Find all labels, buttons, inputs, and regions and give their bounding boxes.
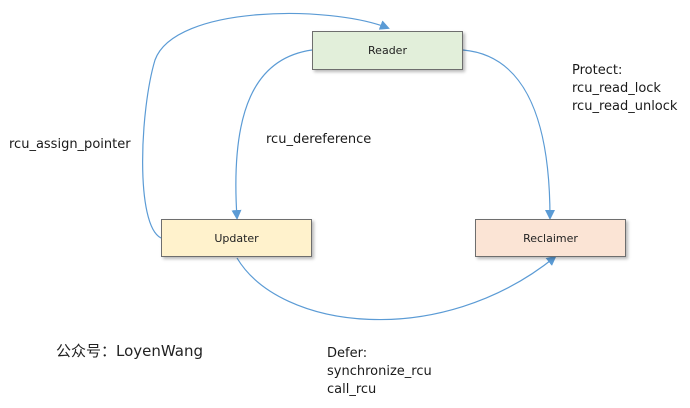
defer-line-call-rcu: call_rcu <box>327 382 377 397</box>
protect-line-read-unlock: rcu_read_unlock <box>572 99 678 114</box>
edge-protect <box>462 49 555 220</box>
dereference-label: rcu_dereference <box>266 131 371 149</box>
protect-line-read-lock: rcu_read_lock <box>572 81 661 96</box>
protect-label: Protect: rcu_read_lock rcu_read_unlock <box>572 62 677 116</box>
reclaimer-node: Reclaimer <box>475 219 626 257</box>
updater-node: Updater <box>161 219 312 257</box>
edge-defer <box>236 255 557 321</box>
reader-node: Reader <box>312 31 463 70</box>
watermark-text: 公众号：LoyenWang <box>56 342 203 360</box>
dereference-text: rcu_dereference <box>266 132 372 147</box>
defer-heading: Defer: <box>327 346 368 361</box>
edge-assign-pointer <box>142 12 390 239</box>
protect-heading: Protect: <box>572 63 623 78</box>
edge-dereference <box>231 49 313 220</box>
reclaimer-node-label: Reclaimer <box>523 231 578 245</box>
assign-pointer-text: rcu_assign_pointer <box>9 137 131 152</box>
updater-node-label: Updater <box>214 231 259 245</box>
defer-line-synchronize: synchronize_rcu <box>327 364 432 379</box>
assign-pointer-label: rcu_assign_pointer <box>9 136 131 154</box>
reader-node-label: Reader <box>368 44 407 57</box>
defer-label: Defer: synchronize_rcu call_rcu <box>327 345 432 399</box>
